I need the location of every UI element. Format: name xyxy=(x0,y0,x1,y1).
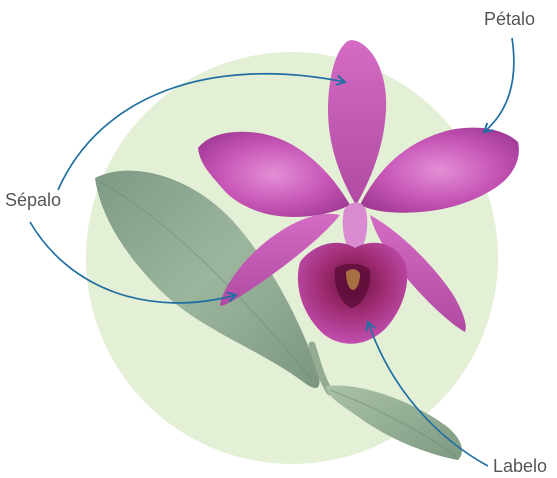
arrow-petal xyxy=(484,38,514,132)
label-sepal: Sépalo xyxy=(5,190,61,211)
label-labellum: Labelo xyxy=(493,456,547,477)
label-petal: Pétalo xyxy=(484,9,535,30)
